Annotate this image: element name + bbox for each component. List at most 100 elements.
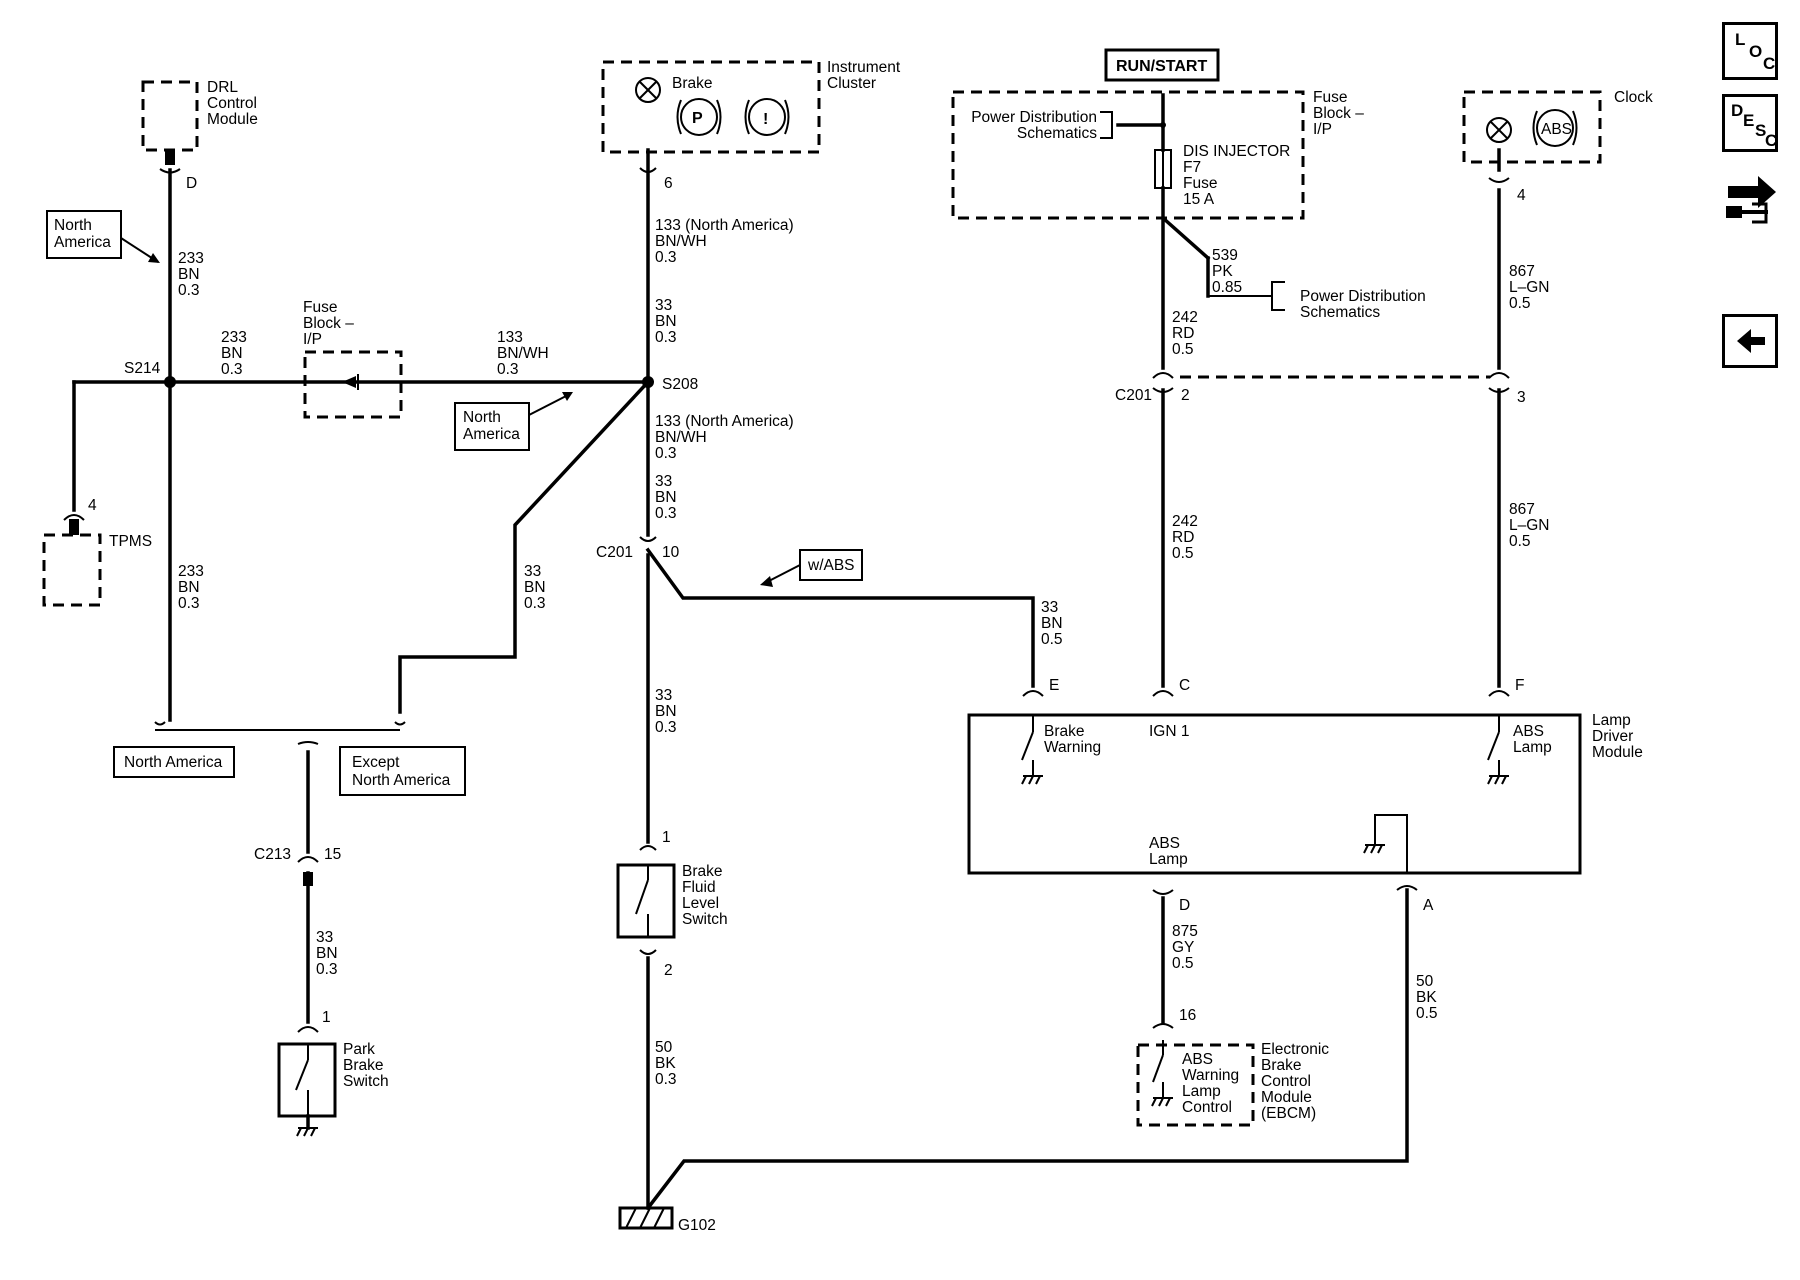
option-north-america-3 xyxy=(113,746,235,778)
svg-text:P: P xyxy=(692,110,703,127)
svg-text:North America: North America xyxy=(124,754,223,771)
run-start-box xyxy=(1104,48,1220,82)
c201-left-label: C201 xyxy=(596,544,633,561)
splice-s214[interactable] xyxy=(164,376,176,388)
back-button[interactable] xyxy=(1722,314,1778,368)
svg-text:RUN/START: RUN/START xyxy=(1116,58,1207,75)
pin-label: 1 xyxy=(662,829,671,846)
tpms-label: TPMS xyxy=(109,533,152,550)
ground-icons xyxy=(296,775,1509,1137)
pin-label: 6 xyxy=(664,175,673,192)
diode-icon xyxy=(342,376,356,388)
loc-letter: C xyxy=(1763,54,1776,73)
option-except-north-america xyxy=(339,746,466,796)
loc-letter: L xyxy=(1735,30,1746,49)
pin-label: E xyxy=(1049,677,1059,694)
clock-label: Clock xyxy=(1614,89,1653,106)
ground-g102-icon[interactable] xyxy=(618,1206,674,1230)
svg-text:!: ! xyxy=(763,111,768,128)
pin-label: 16 xyxy=(1179,1007,1196,1024)
svg-text:w/ABS: w/ABS xyxy=(807,557,855,574)
ebcm-box[interactable] xyxy=(1136,1043,1255,1127)
pin-label: C xyxy=(1179,677,1190,694)
tpms-box[interactable] xyxy=(42,533,102,607)
pin-label: 10 xyxy=(662,544,680,561)
pin-label: 15 xyxy=(324,846,341,863)
c201-right-label: C201 xyxy=(1115,387,1152,404)
splice-s214-label: S214 xyxy=(124,360,161,377)
option-north-america-2 xyxy=(454,402,530,451)
warning-symbol-icon: ! xyxy=(744,98,790,136)
fuse-block-ip-left-box[interactable] xyxy=(303,350,403,419)
clock-box[interactable] xyxy=(1462,90,1602,164)
svg-text:ABS: ABS xyxy=(1541,121,1572,138)
pin-label: D xyxy=(1179,897,1190,914)
desc-button[interactable]: D E S C xyxy=(1722,94,1778,152)
splice-s208[interactable] xyxy=(642,376,654,388)
connector-icon[interactable] xyxy=(1722,164,1780,230)
pin-label: 4 xyxy=(88,497,97,514)
drl-module-box[interactable] xyxy=(141,80,199,152)
desc-letter: D xyxy=(1731,101,1744,120)
splice-s208-label: S208 xyxy=(662,376,698,393)
desc-letter: S xyxy=(1755,121,1767,140)
pin-label: 4 xyxy=(1517,187,1526,204)
desc-letter: C xyxy=(1765,131,1778,150)
pin-label: 3 xyxy=(1517,389,1526,406)
pin-label: 2 xyxy=(1181,387,1190,404)
abs-lamp-icon xyxy=(1486,117,1512,143)
c213-label: C213 xyxy=(254,846,291,863)
park-brake-symbol-icon: P xyxy=(676,98,722,136)
brake-fluid-switch-box[interactable] xyxy=(616,863,676,939)
instrument-cluster-box[interactable] xyxy=(601,60,821,154)
fuse-block-ip-right-box[interactable] xyxy=(951,90,1305,220)
pin-label: F xyxy=(1515,677,1524,694)
pin-label: 1 xyxy=(322,1009,331,1026)
loc-letter: O xyxy=(1749,42,1763,61)
g102-label: G102 xyxy=(678,1217,716,1234)
ign1-label: IGN 1 xyxy=(1149,723,1189,740)
brake-lamp-icon xyxy=(635,77,661,103)
desc-letter: E xyxy=(1743,111,1755,130)
lamp-driver-module-box[interactable] xyxy=(967,713,1582,875)
brake-lamp-label: Brake xyxy=(672,75,713,92)
loc-button[interactable]: L O C xyxy=(1722,22,1778,80)
